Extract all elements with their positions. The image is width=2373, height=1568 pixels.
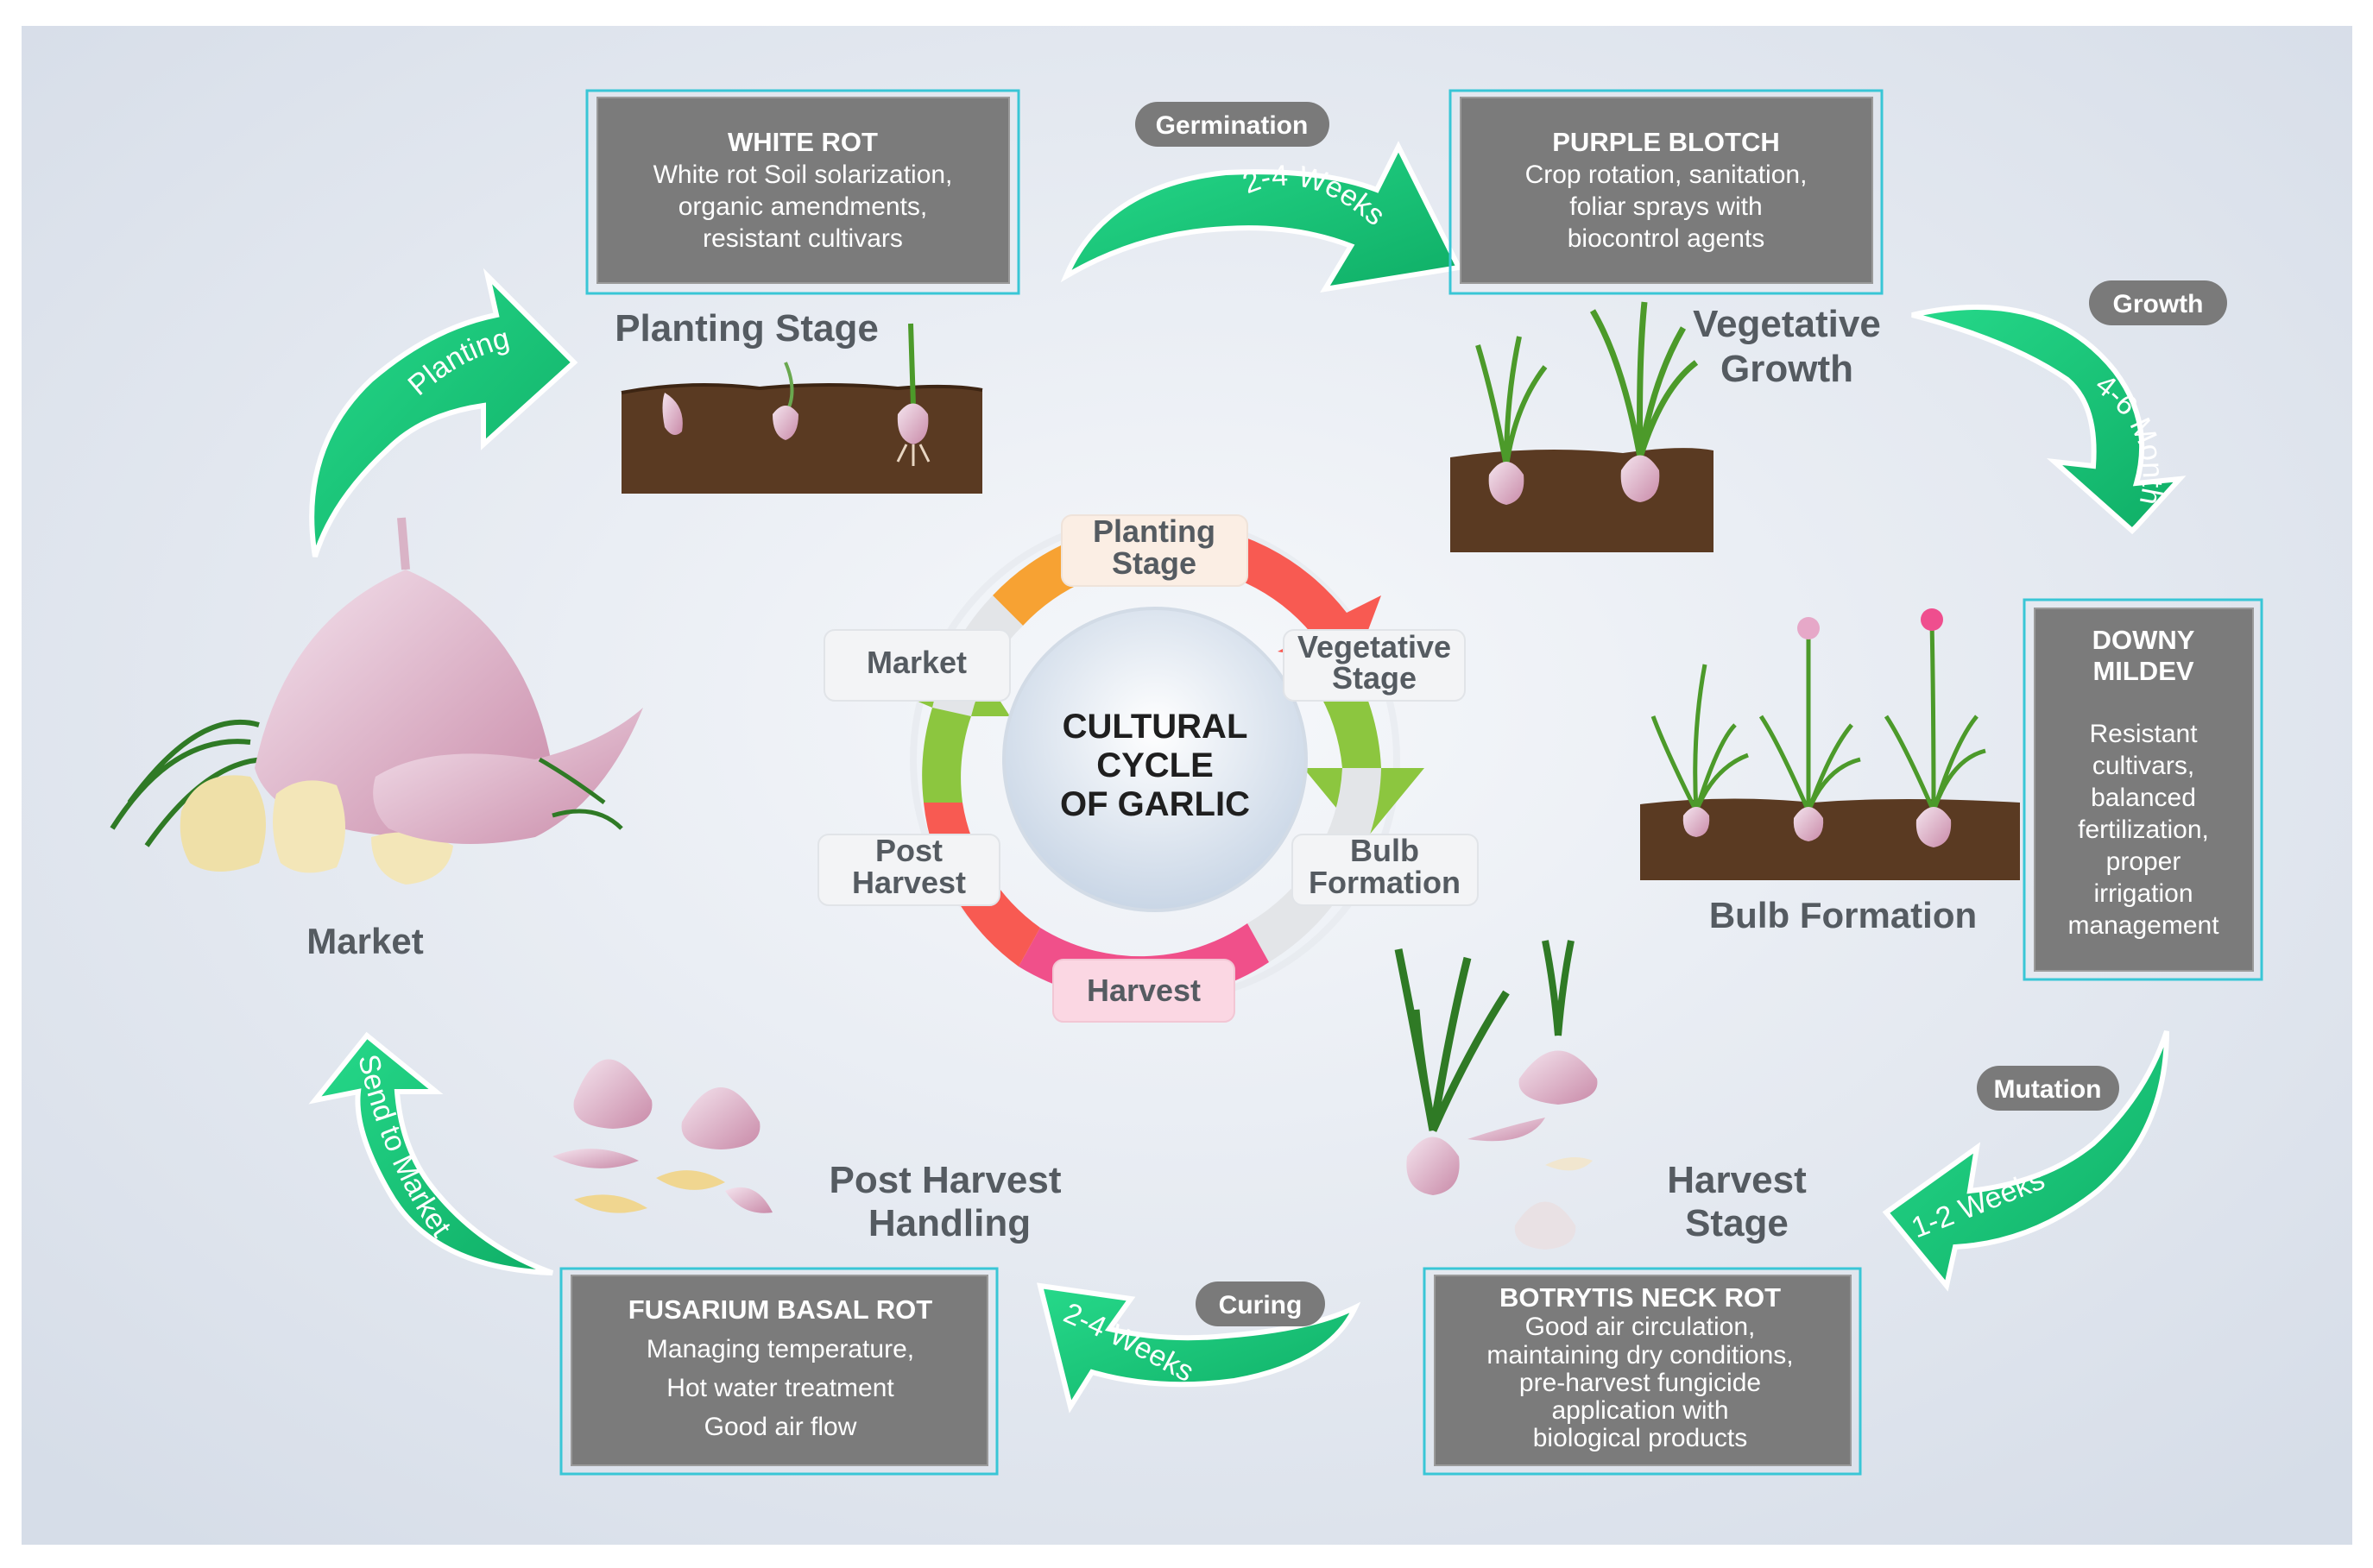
market-illustration bbox=[110, 517, 643, 885]
harvest-illustration bbox=[1394, 940, 1598, 1250]
center-title-2: CYCLE bbox=[1096, 746, 1214, 784]
svg-text:White rot Soil solarization,: White rot Soil solarization, bbox=[653, 161, 953, 189]
stage-label-vegetative-2: Growth bbox=[1720, 348, 1853, 390]
vegetative-illustration bbox=[1450, 301, 1713, 552]
stage-label-harvest-2: Stage bbox=[1685, 1202, 1789, 1244]
svg-text:resistant cultivars: resistant cultivars bbox=[703, 224, 903, 253]
svg-text:Vegetative: Vegetative bbox=[1297, 629, 1451, 664]
pill-mutation: Mutation bbox=[1977, 1066, 2119, 1111]
svg-text:Stage: Stage bbox=[1112, 545, 1196, 581]
post-harvest-illustration bbox=[552, 1059, 773, 1213]
ring-label-vegetative: Vegetative Stage bbox=[1283, 629, 1466, 702]
svg-text:biological products: biological products bbox=[1533, 1424, 1747, 1452]
svg-text:Resistant: Resistant bbox=[2089, 720, 2198, 748]
svg-text:Post: Post bbox=[875, 833, 943, 868]
svg-text:WHITE ROT: WHITE ROT bbox=[728, 127, 878, 157]
svg-text:fertilization,: fertilization, bbox=[2078, 815, 2209, 844]
svg-text:Growth: Growth bbox=[2113, 290, 2204, 318]
svg-text:irrigation: irrigation bbox=[2093, 879, 2193, 908]
svg-text:cultivars,: cultivars, bbox=[2092, 752, 2194, 780]
svg-text:Harvest: Harvest bbox=[852, 865, 966, 900]
svg-text:DOWNY: DOWNY bbox=[2092, 625, 2195, 655]
svg-text:foliar sprays with: foliar sprays with bbox=[1569, 192, 1762, 221]
stage-label-post-2: Handling bbox=[868, 1202, 1031, 1244]
cycle-ring: CULTURAL CYCLE OF GARLIC Planting Stage … bbox=[817, 513, 1479, 1023]
svg-text:balanced: balanced bbox=[2091, 784, 2196, 812]
svg-text:biocontrol agents: biocontrol agents bbox=[1568, 224, 1765, 253]
box-botrytis-neck-rot: BOTRYTIS NECK ROT Good air circulation, … bbox=[1423, 1267, 1862, 1476]
center-title-1: CULTURAL bbox=[1063, 708, 1248, 746]
svg-text:management: management bbox=[2067, 911, 2219, 940]
svg-text:PURPLE BLOTCH: PURPLE BLOTCH bbox=[1552, 127, 1780, 157]
ring-label-planting: Planting Stage bbox=[1061, 513, 1248, 587]
svg-text:Bulb: Bulb bbox=[1350, 833, 1419, 868]
svg-text:application with: application with bbox=[1551, 1396, 1728, 1425]
pill-growth: Growth bbox=[2089, 280, 2227, 325]
box-white-rot: WHITE ROT White rot Soil solarization, o… bbox=[585, 89, 1020, 295]
bulb-formation-illustration bbox=[1640, 608, 2020, 880]
svg-text:Market: Market bbox=[867, 645, 967, 680]
stage-label-post-1: Post Harvest bbox=[829, 1159, 1061, 1201]
planting-illustration bbox=[621, 323, 983, 494]
pill-curing: Curing bbox=[1196, 1281, 1325, 1326]
svg-text:Germination: Germination bbox=[1156, 111, 1309, 140]
svg-text:Stage: Stage bbox=[1332, 660, 1417, 696]
box-fusarium-basal-rot: FUSARIUM BASAL ROT Managing temperature,… bbox=[559, 1267, 999, 1476]
svg-text:Good air flow: Good air flow bbox=[704, 1413, 857, 1441]
stage-label-planting: Planting Stage bbox=[615, 307, 879, 349]
svg-text:maintaining dry conditions,: maintaining dry conditions, bbox=[1486, 1341, 1793, 1370]
svg-text:organic amendments,: organic amendments, bbox=[678, 192, 928, 221]
svg-text:MILDEV: MILDEV bbox=[2092, 656, 2193, 686]
ring-label-harvest: Harvest bbox=[1052, 959, 1235, 1023]
ring-label-post: Post Harvest bbox=[817, 833, 1000, 906]
svg-text:Crop rotation, sanitation,: Crop rotation, sanitation, bbox=[1525, 161, 1808, 189]
box-downy-mildew: DOWNY MILDEV Resistant cultivars, balanc… bbox=[2023, 598, 2263, 981]
svg-text:pre-harvest fungicide: pre-harvest fungicide bbox=[1519, 1369, 1761, 1397]
svg-text:Mutation: Mutation bbox=[1994, 1075, 2102, 1104]
svg-text:Harvest: Harvest bbox=[1087, 973, 1201, 1008]
svg-text:Hot water treatment: Hot water treatment bbox=[666, 1374, 894, 1402]
center-title-3: OF GARLIC bbox=[1060, 785, 1250, 823]
ring-label-market: Market bbox=[824, 629, 1011, 702]
svg-text:FUSARIUM BASAL ROT: FUSARIUM BASAL ROT bbox=[628, 1294, 933, 1325]
svg-text:BOTRYTIS NECK ROT: BOTRYTIS NECK ROT bbox=[1499, 1282, 1781, 1313]
arrow-germination: 2-4 Weeks bbox=[1060, 141, 1463, 293]
svg-text:Good air circulation,: Good air circulation, bbox=[1525, 1313, 1756, 1341]
svg-text:Formation: Formation bbox=[1309, 865, 1461, 900]
box-purple-blotch: PURPLE BLOTCH Crop rotation, sanitation,… bbox=[1448, 89, 1884, 295]
center-circle bbox=[1002, 607, 1308, 912]
svg-text:proper: proper bbox=[2106, 847, 2181, 876]
svg-text:Curing: Curing bbox=[1219, 1291, 1303, 1319]
stage-label-market: Market bbox=[306, 921, 423, 961]
svg-text:Planting: Planting bbox=[1093, 513, 1215, 549]
svg-text:Managing temperature,: Managing temperature, bbox=[647, 1335, 914, 1363]
stage-label-harvest-1: Harvest bbox=[1667, 1159, 1807, 1201]
ring-label-bulb: Bulb Formation bbox=[1291, 833, 1479, 906]
stage-label-bulb: Bulb Formation bbox=[1709, 895, 1977, 935]
ring-segment-bulb bbox=[1303, 656, 1424, 841]
stage-label-vegetative-1: Vegetative bbox=[1693, 303, 1881, 345]
pill-germination: Germination bbox=[1135, 102, 1329, 147]
